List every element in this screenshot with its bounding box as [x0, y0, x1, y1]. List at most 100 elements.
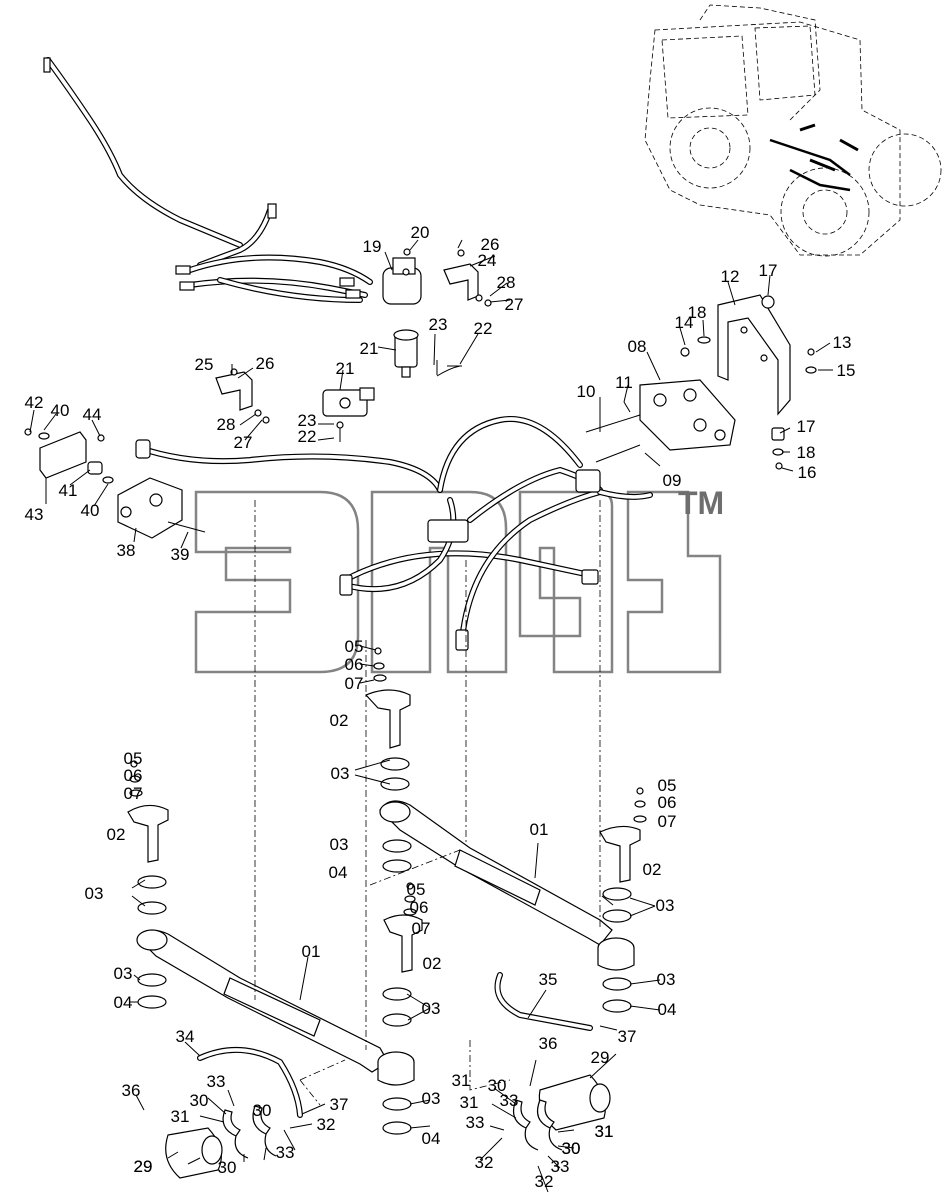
callout-label: 31 [595, 1122, 614, 1141]
callout-label: 03 [422, 999, 441, 1018]
callout-label: 33 [500, 1091, 519, 1110]
callout-label: 28 [217, 415, 236, 434]
callout-label: 20 [411, 223, 430, 242]
leader-lines [29, 239, 833, 1193]
callout-label: 07 [124, 784, 143, 803]
callout-label: 31 [171, 1107, 190, 1126]
callout-label: 05 [407, 880, 426, 899]
callout-label: 15 [837, 361, 856, 380]
callout-label: 33 [551, 1157, 570, 1176]
callout-label: 36 [539, 1034, 558, 1053]
callout-label: 19 [363, 237, 382, 256]
callout-label: 14 [675, 313, 694, 332]
callout-label: 34 [176, 1027, 195, 1046]
steering-cylinder-lower [136, 929, 415, 1086]
callout-label: 06 [410, 898, 429, 917]
mounting-bracket-12 [717, 294, 791, 416]
callout-label: 32 [535, 1172, 554, 1191]
callout-label: 32 [475, 1153, 494, 1172]
callout-label: 26 [481, 235, 500, 254]
callout-label: 27 [505, 295, 524, 314]
callout-label: 03 [331, 764, 350, 783]
callout-label: 10 [577, 382, 596, 401]
bracket-24 [443, 263, 479, 301]
callout-label: 07 [412, 919, 431, 938]
callout-label: 41 [59, 481, 78, 500]
fitting-41 [87, 461, 103, 475]
callout-label: 01 [530, 820, 549, 839]
callout-label: 22 [474, 319, 493, 338]
callout-label: 23 [298, 411, 317, 430]
machine-thumbnail [644, 4, 942, 257]
callout-label: 09 [663, 471, 682, 490]
callout-label: 30 [488, 1076, 507, 1095]
callout-label: 11 [615, 373, 633, 392]
callout-label: 03 [85, 884, 104, 903]
callout-label: 13 [833, 333, 852, 352]
plate-43 [39, 431, 87, 479]
callout-label: 18 [688, 303, 707, 322]
callout-label: 40 [51, 401, 70, 420]
callout-label: 02 [330, 711, 349, 730]
callout-label: 04 [658, 1000, 677, 1019]
callout-label: 37 [618, 1027, 637, 1046]
callout-label: 33 [466, 1113, 485, 1132]
callout-label: 03 [114, 964, 133, 983]
mount-29-right [538, 1074, 611, 1131]
callout-label: 04 [114, 993, 133, 1012]
pins-and-washers [127, 647, 647, 1135]
valve-19 [382, 257, 422, 305]
callout-label: 02 [423, 954, 442, 973]
callout-label: 05 [124, 749, 143, 768]
main-hose-assembly [43, 57, 373, 303]
callout-label: 21 [336, 359, 355, 378]
watermark-trademark: TM [678, 485, 724, 521]
callout-label: 05 [658, 776, 677, 795]
callout-label: 37 [330, 1095, 349, 1114]
callout-label: 04 [329, 863, 348, 882]
clamps [222, 1099, 563, 1159]
callout-label: 32 [317, 1115, 336, 1134]
small-hardware [24, 248, 817, 533]
callout-label: 02 [643, 860, 662, 879]
callout-label: 04 [422, 1129, 441, 1148]
callout-label: 22 [298, 427, 317, 446]
callout-label: 24 [478, 251, 497, 270]
callout-label: 31 [460, 1093, 479, 1112]
callout-label: 29 [591, 1048, 610, 1067]
callout-label: 26 [256, 354, 275, 373]
callout-label: 29 [134, 1157, 153, 1176]
callout-label: 07 [658, 812, 677, 831]
callout-label: 44 [83, 405, 102, 424]
callout-label: 29 [134, 1157, 153, 1176]
callout-label: 21 [360, 339, 379, 358]
callout-label: 17 [797, 417, 816, 436]
callout-label: 40 [81, 501, 100, 520]
callout-label: 43 [25, 505, 44, 524]
callout-label: 25 [195, 355, 214, 374]
callout-label: 03 [330, 835, 349, 854]
steering-cylinder-upper [379, 800, 635, 971]
callout-label: 05 [345, 637, 364, 656]
callout-label: 16 [798, 463, 817, 482]
callout-label: 30 [562, 1139, 581, 1158]
callout-label: 38 [117, 541, 136, 560]
callout-label: 18 [797, 443, 816, 462]
mount-29-left [165, 1127, 223, 1179]
callout-label: 30 [562, 1139, 581, 1158]
callout-label: 01 [302, 942, 321, 961]
check-valve-21 [322, 329, 419, 417]
callout-label: 27 [234, 433, 253, 452]
callout-label: 06 [345, 655, 364, 674]
alignment-lines [254, 500, 601, 1106]
callout-label: 42 [25, 393, 44, 412]
hose-35 [494, 972, 593, 1031]
callout-label: 35 [539, 970, 558, 989]
callout-label: 23 [429, 315, 448, 334]
callout-label: 36 [122, 1081, 141, 1100]
callout-label: 33 [207, 1072, 226, 1091]
hose-34 [197, 1047, 303, 1118]
callout-label: 06 [658, 793, 677, 812]
